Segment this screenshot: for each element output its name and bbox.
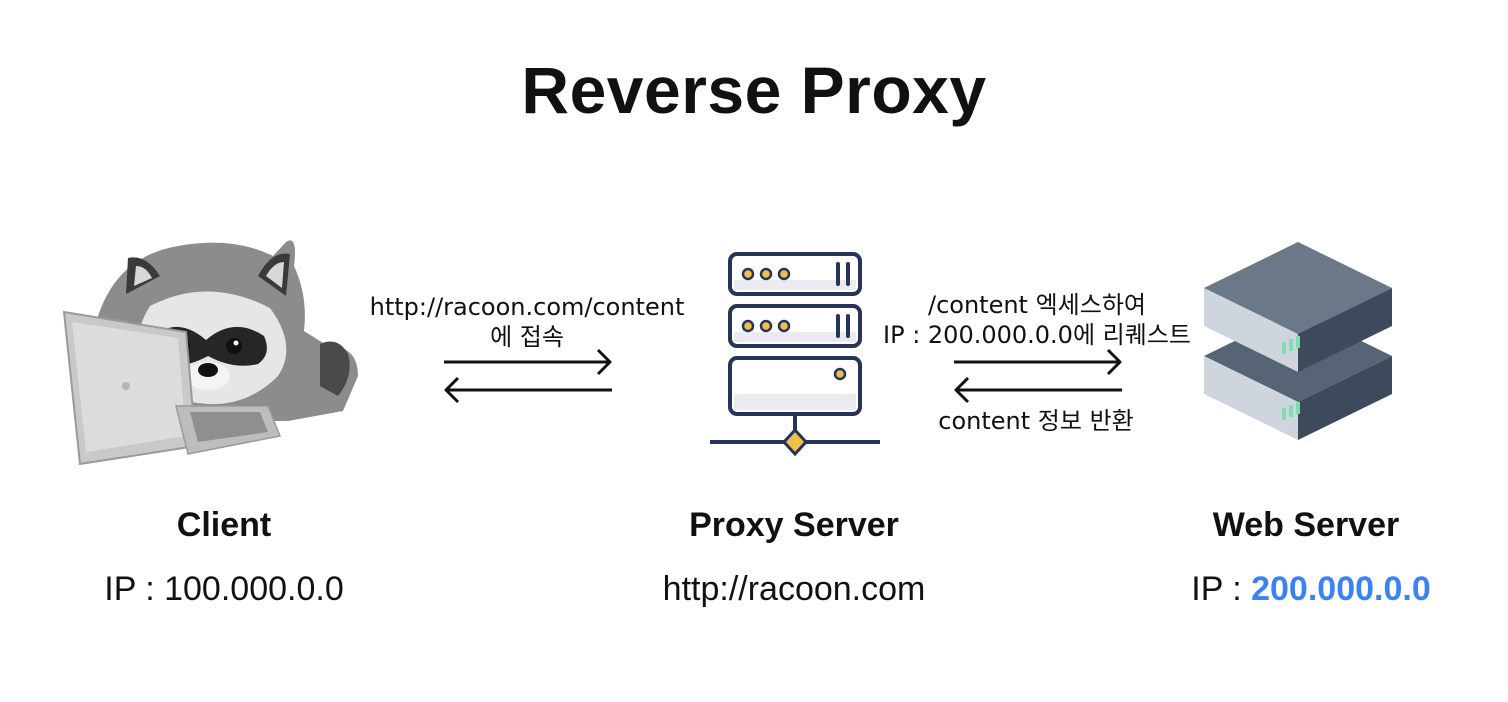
proxy-address: http://racoon.com [662, 570, 926, 608]
proxy-server-name: Proxy Server [689, 506, 899, 544]
client-to-proxy-arrow [444, 348, 612, 376]
client-to-proxy-label-line2: 에 접속 [490, 323, 564, 351]
proxy-to-web-label: /content 엑세스하여 IP : 200.000.0.0에 리퀘스트 [862, 290, 1212, 350]
client-ip: IP : 100.000.0.0 [54, 570, 394, 609]
proxy-to-client-arrow [444, 376, 612, 404]
client-to-proxy-label: http://racoon.com/content 에 접속 [340, 292, 714, 352]
web-server-ip: IP : 200.000.0.0 [1126, 570, 1496, 609]
client-to-proxy-label-line1: http://racoon.com/content [369, 293, 685, 321]
web-to-proxy-label-text: content 정보 반환 [938, 407, 1134, 435]
server-stack-icon [1204, 242, 1392, 440]
proxy-to-web-label-line1: /content 엑세스하여 [927, 291, 1146, 319]
server-rack-icon [710, 252, 880, 457]
web-server-ip-value: 200.000.0.0 [1251, 570, 1431, 608]
proxy-to-web-arrow [954, 348, 1122, 376]
page-title: Reverse Proxy [521, 53, 987, 127]
raccoon-laptop-icon [62, 240, 358, 466]
web-to-proxy-arrow [954, 376, 1122, 404]
web-server-ip-prefix: IP : [1191, 570, 1252, 608]
web-to-proxy-label: content 정보 반환 [900, 406, 1172, 436]
client-ip-prefix: IP : [104, 570, 165, 608]
proxy-to-web-label-line2: IP : 200.000.0.0에 리퀘스트 [883, 321, 1191, 349]
web-server-name: Web Server [1212, 506, 1400, 544]
client-ip-value: 100.000.0.0 [164, 570, 344, 608]
client-name: Client [176, 506, 272, 544]
